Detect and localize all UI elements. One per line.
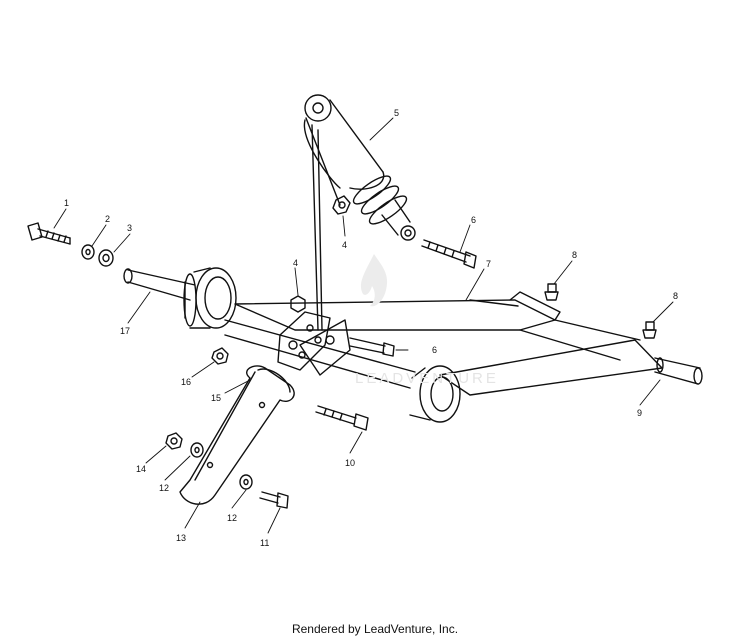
bolt-1 (27, 222, 71, 245)
rocker-link (179, 365, 295, 505)
callout-1: 1 (64, 198, 69, 208)
callout-9: 9 (637, 408, 642, 418)
washer-3 (98, 249, 114, 267)
callout-12b: 12 (227, 513, 237, 523)
right-bushing (409, 365, 461, 423)
rear-shaft (654, 357, 703, 385)
grease-fitting-lower (642, 321, 657, 339)
callout-12a: 12 (159, 483, 169, 493)
shock-absorber (303, 94, 416, 331)
washer-12-lower (239, 474, 253, 490)
callout-8a: 8 (572, 250, 577, 260)
nut-16 (211, 347, 229, 365)
bolt-6-upper (421, 239, 477, 269)
bolt-11 (259, 491, 289, 509)
left-bushing (183, 267, 237, 329)
callout-6a: 6 (471, 215, 476, 225)
mount-plate (277, 311, 351, 376)
callout-2: 2 (105, 214, 110, 224)
callout-11: 11 (260, 538, 269, 548)
callout-7: 7 (486, 259, 491, 269)
callout-5: 5 (394, 108, 399, 118)
bolt-10 (315, 405, 369, 431)
grease-fitting-upper (544, 283, 559, 301)
leader-lines (53, 117, 674, 534)
callout-15: 15 (211, 393, 221, 403)
callout-13: 13 (176, 533, 186, 543)
callout-3: 3 (127, 223, 132, 233)
bolt-6-lower (349, 337, 395, 357)
callout-labels: 1 2 3 4 5 6 4 6 7 8 8 9 10 11 12 12 13 1… (64, 108, 678, 548)
callout-16: 16 (181, 377, 191, 387)
nut-4-lower (290, 295, 306, 313)
callout-6b: 6 (432, 345, 437, 355)
nut-14 (165, 432, 183, 450)
cross-shaft (123, 268, 416, 389)
callout-8b: 8 (673, 291, 678, 301)
callout-14: 14 (136, 464, 146, 474)
callout-10: 10 (345, 458, 355, 468)
callout-17: 17 (120, 326, 130, 336)
footer-credit: Rendered by LeadVenture, Inc. (291, 622, 459, 636)
washer-12-upper (190, 442, 204, 458)
nut-4-upper (332, 195, 351, 215)
watermark-text: LEADVENTURE (355, 370, 499, 387)
washer-2 (81, 244, 95, 260)
watermark-flame-icon (360, 254, 388, 307)
callout-4a: 4 (342, 240, 347, 250)
callout-4b: 4 (293, 258, 298, 268)
